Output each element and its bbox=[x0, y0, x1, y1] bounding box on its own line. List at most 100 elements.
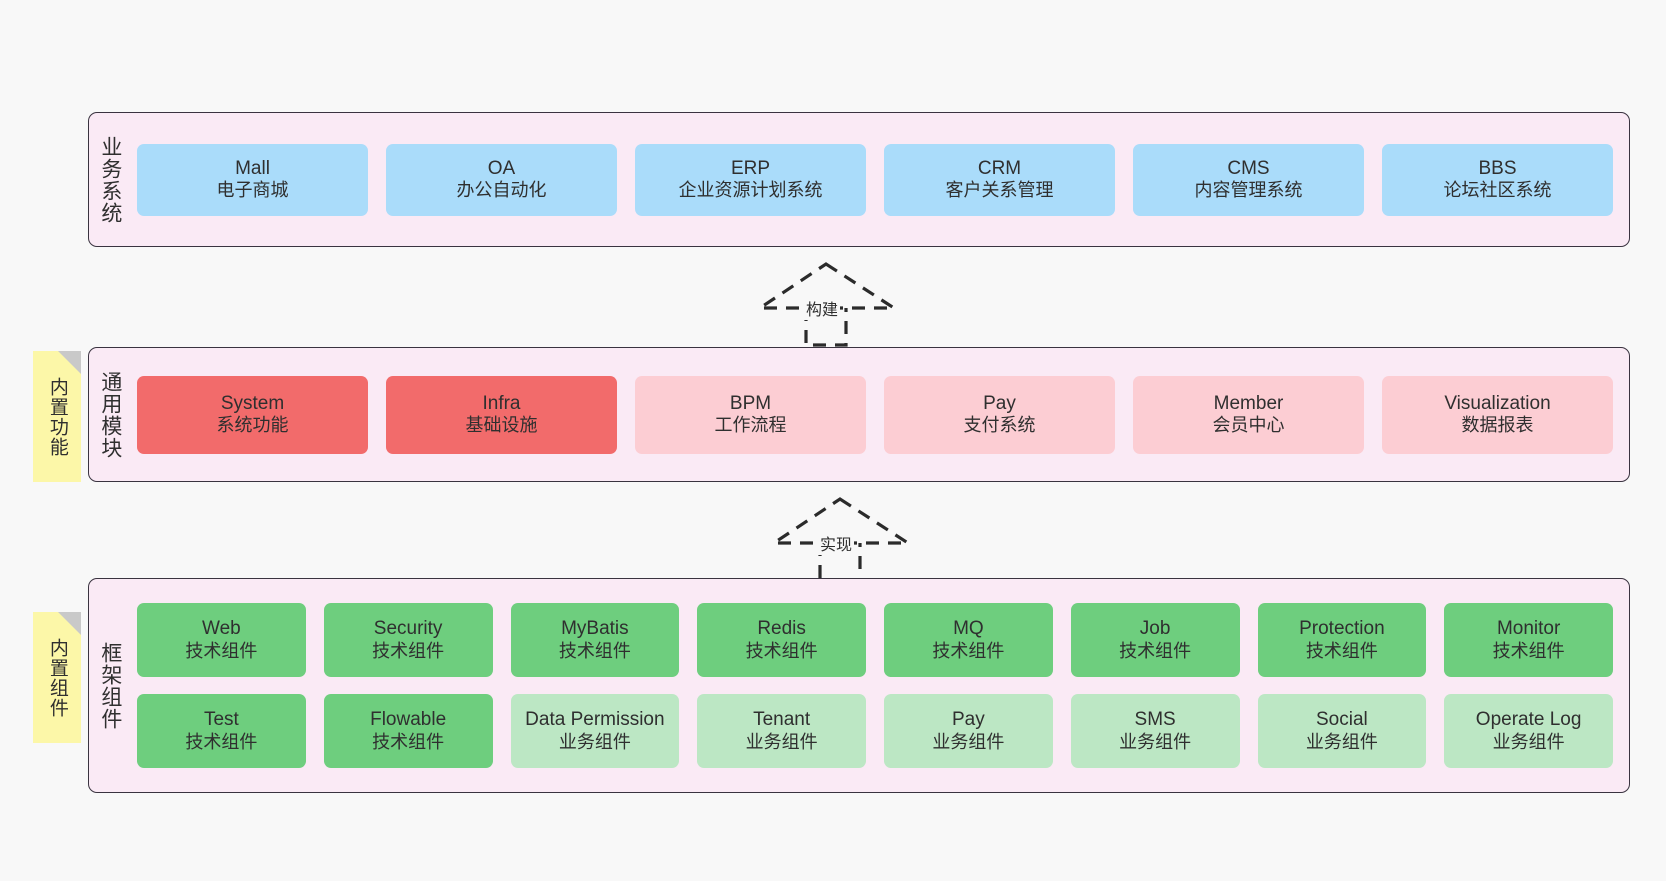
module-card-system[interactable]: System 系统功能 bbox=[137, 375, 368, 454]
module-title: Social bbox=[1316, 709, 1368, 731]
module-card-member[interactable]: Member 会员中心 bbox=[1133, 375, 1364, 454]
module-card-sms[interactable]: SMS 业务组件 bbox=[1070, 694, 1240, 768]
module-card-visualization[interactable]: Visualization 数据报表 bbox=[1382, 375, 1613, 454]
module-subtitle: 数据报表 bbox=[1461, 415, 1534, 436]
module-card-data-permission[interactable]: Data Permission 业务组件 bbox=[510, 694, 680, 768]
module-title: Tenant bbox=[753, 709, 811, 731]
module-title: BBS bbox=[1478, 157, 1517, 179]
module-title: Pay bbox=[983, 392, 1016, 414]
module-subtitle: 企业资源计划系统 bbox=[678, 180, 823, 201]
module-title: MQ bbox=[953, 618, 984, 640]
module-title: System bbox=[220, 392, 285, 414]
module-card-tenant[interactable]: Tenant 业务组件 bbox=[697, 694, 866, 768]
module-subtitle: 电子商城 bbox=[216, 180, 289, 201]
module-card-mall[interactable]: Mall 电子商城 bbox=[137, 143, 368, 216]
module-row: Web 技术组件 Security 技术组件 MyBatis 技术组件 bbox=[137, 603, 1613, 677]
module-subtitle: 业务组件 bbox=[1305, 731, 1378, 752]
sticky-note-builtin-components: 内置组件 bbox=[33, 612, 81, 743]
module-row: Mall 电子商城 OA 办公自动化 ERP 企业资源计划系统 bbox=[137, 143, 1613, 216]
module-title: Operate Log bbox=[1475, 709, 1582, 731]
arrow-label-implement: 实现 bbox=[818, 531, 855, 555]
module-title: BPM bbox=[729, 392, 772, 414]
module-subtitle: 技术组件 bbox=[1305, 640, 1378, 661]
module-title: ERP bbox=[730, 157, 771, 179]
module-title: CRM bbox=[977, 157, 1022, 179]
module-title: Visualization bbox=[1444, 392, 1551, 414]
layer-body-framework-components: Web 技术组件 Security 技术组件 MyBatis 技术组件 bbox=[131, 579, 1629, 792]
module-subtitle: 论坛社区系统 bbox=[1443, 180, 1552, 201]
module-card-redis[interactable]: Redis 技术组件 bbox=[697, 603, 866, 677]
module-subtitle: 客户关系管理 bbox=[945, 180, 1054, 201]
module-card-operate-log[interactable]: Operate Log 业务组件 bbox=[1444, 694, 1613, 768]
module-subtitle: 内容管理系统 bbox=[1194, 180, 1303, 201]
arrow-label-build: 构建 bbox=[804, 296, 841, 320]
module-subtitle: 业务组件 bbox=[1119, 731, 1192, 752]
layer-body-business-systems: Mall 电子商城 OA 办公自动化 ERP 企业资源计划系统 bbox=[131, 113, 1629, 246]
module-card-test[interactable]: Test 技术组件 bbox=[137, 694, 306, 768]
module-card-pay-business[interactable]: Pay 业务组件 bbox=[884, 694, 1053, 768]
sticky-note-label: 内置功能 bbox=[46, 376, 68, 457]
module-title: Protection bbox=[1299, 618, 1385, 640]
module-title: Web bbox=[202, 618, 241, 640]
module-card-protection[interactable]: Protection 技术组件 bbox=[1257, 603, 1427, 677]
module-subtitle: 会员中心 bbox=[1212, 415, 1285, 436]
module-card-pay[interactable]: Pay 支付系统 bbox=[884, 375, 1115, 454]
module-title: Redis bbox=[757, 618, 806, 640]
module-title: Security bbox=[373, 618, 443, 640]
module-title: Mall bbox=[235, 157, 270, 179]
module-subtitle: 技术组件 bbox=[932, 640, 1005, 661]
module-title: MyBatis bbox=[561, 618, 629, 640]
module-subtitle: 办公自动化 bbox=[456, 180, 547, 201]
folded-corner-icon bbox=[58, 612, 81, 635]
module-subtitle: 业务组件 bbox=[558, 731, 631, 752]
module-subtitle: 技术组件 bbox=[185, 640, 258, 661]
layer-title-framework-components: 框架组件 bbox=[98, 641, 122, 730]
module-subtitle: 业务组件 bbox=[1492, 731, 1565, 752]
module-title: CMS bbox=[1227, 157, 1270, 179]
module-card-job[interactable]: Job 技术组件 bbox=[1070, 603, 1240, 677]
module-card-mq[interactable]: MQ 技术组件 bbox=[884, 603, 1053, 677]
module-subtitle: 技术组件 bbox=[558, 640, 631, 661]
module-card-oa[interactable]: OA 办公自动化 bbox=[386, 143, 617, 216]
module-subtitle: 基础设施 bbox=[465, 415, 538, 436]
layer-framework-components: 框架组件 Web 技术组件 Security 技术组件 bbox=[88, 578, 1630, 793]
module-title: OA bbox=[487, 157, 516, 179]
module-card-cms[interactable]: CMS 内容管理系统 bbox=[1133, 143, 1364, 216]
module-subtitle: 业务组件 bbox=[745, 731, 818, 752]
module-title: Pay bbox=[952, 709, 985, 731]
module-card-bpm[interactable]: BPM 工作流程 bbox=[635, 375, 866, 454]
module-subtitle: 技术组件 bbox=[1119, 640, 1192, 661]
module-card-social[interactable]: Social 业务组件 bbox=[1257, 694, 1427, 768]
module-card-bbs[interactable]: BBS 论坛社区系统 bbox=[1382, 143, 1613, 216]
module-card-crm[interactable]: CRM 客户关系管理 bbox=[884, 143, 1115, 216]
module-subtitle: 系统功能 bbox=[216, 415, 289, 436]
module-subtitle: 工作流程 bbox=[714, 415, 787, 436]
module-subtitle: 业务组件 bbox=[932, 731, 1005, 752]
module-card-erp[interactable]: ERP 企业资源计划系统 bbox=[635, 143, 866, 216]
module-subtitle: 支付系统 bbox=[963, 415, 1036, 436]
layer-title-business-systems: 业务系统 bbox=[98, 135, 122, 224]
module-card-web[interactable]: Web 技术组件 bbox=[137, 603, 306, 677]
module-title: Flowable bbox=[370, 709, 447, 731]
module-title: Member bbox=[1213, 392, 1284, 414]
folded-corner-icon bbox=[58, 351, 81, 374]
sticky-note-label: 内置组件 bbox=[46, 637, 68, 718]
module-card-flowable[interactable]: Flowable 技术组件 bbox=[323, 694, 493, 768]
module-card-security[interactable]: Security 技术组件 bbox=[323, 603, 493, 677]
module-title: Monitor bbox=[1496, 618, 1561, 640]
module-title: Test bbox=[203, 709, 239, 731]
module-card-infra[interactable]: Infra 基础设施 bbox=[386, 375, 617, 454]
layer-common-modules: 通用模块 System 系统功能 Infra 基础设施 bbox=[88, 347, 1630, 482]
module-card-mybatis[interactable]: MyBatis 技术组件 bbox=[510, 603, 680, 677]
module-title: Infra bbox=[482, 392, 521, 414]
module-row: System 系统功能 Infra 基础设施 BPM 工作流程 bbox=[137, 375, 1613, 454]
layer-business-systems: 业务系统 Mall 电子商城 OA 办公自动化 ERP bbox=[88, 112, 1630, 247]
module-title: SMS bbox=[1134, 709, 1176, 731]
module-card-monitor[interactable]: Monitor 技术组件 bbox=[1444, 603, 1613, 677]
layer-body-common-modules: System 系统功能 Infra 基础设施 BPM 工作流程 bbox=[131, 348, 1629, 481]
sticky-note-builtin-features: 内置功能 bbox=[33, 351, 81, 482]
module-subtitle: 技术组件 bbox=[1492, 640, 1565, 661]
module-row: Test 技术组件 Flowable 技术组件 Data Permission … bbox=[137, 694, 1613, 768]
module-subtitle: 技术组件 bbox=[745, 640, 818, 661]
